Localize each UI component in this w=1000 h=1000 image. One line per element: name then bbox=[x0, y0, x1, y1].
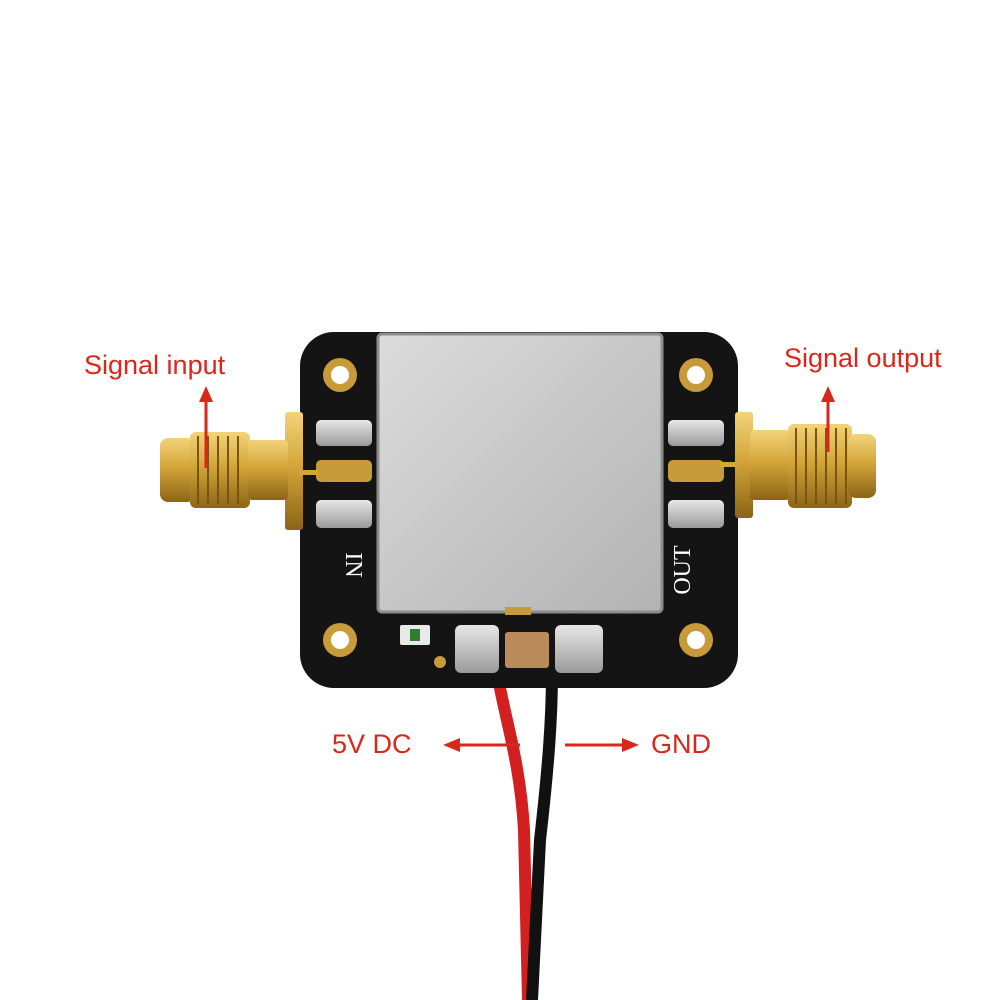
solder-pad bbox=[668, 500, 724, 528]
power-label: 5V DC bbox=[332, 729, 412, 759]
solder-pad bbox=[316, 420, 372, 446]
silkscreen-in-label: IN bbox=[340, 552, 366, 577]
black-wire bbox=[526, 671, 558, 1000]
mounting-hole bbox=[323, 358, 357, 392]
solder-pad bbox=[668, 460, 724, 482]
solder-pad bbox=[455, 625, 499, 673]
ground-label: GND bbox=[651, 729, 711, 759]
red-wire bbox=[491, 671, 534, 1000]
shield-can bbox=[376, 332, 664, 614]
mounting-hole bbox=[323, 623, 357, 657]
solder-pad bbox=[316, 500, 372, 528]
ground-arrow bbox=[565, 738, 639, 752]
sma-connector-output bbox=[720, 412, 876, 518]
mounting-hole bbox=[679, 358, 713, 392]
output-arrow bbox=[821, 386, 835, 452]
solder-pad bbox=[668, 420, 724, 446]
sma-connector-input bbox=[160, 412, 318, 530]
solder-pad bbox=[555, 625, 603, 673]
silkscreen-out-label: OUT bbox=[670, 545, 696, 595]
power-arrow bbox=[443, 738, 520, 752]
signal-input-label: Signal input bbox=[84, 350, 226, 380]
mounting-hole bbox=[679, 623, 713, 657]
input-arrow bbox=[199, 386, 213, 468]
power-wires bbox=[491, 671, 558, 1000]
pcb-board: IN OUT bbox=[300, 332, 738, 688]
signal-output-label: Signal output bbox=[784, 343, 942, 373]
capacitor-component bbox=[505, 632, 549, 668]
via bbox=[434, 656, 446, 668]
solder-pad bbox=[316, 460, 372, 482]
